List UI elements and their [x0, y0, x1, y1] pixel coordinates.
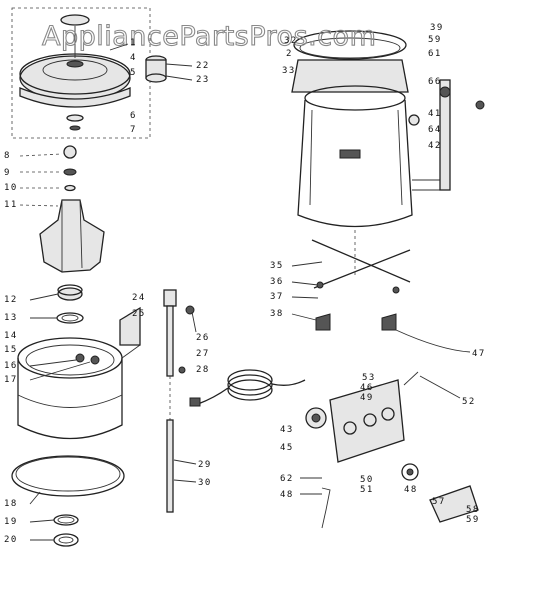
label-27: 27 [196, 349, 210, 359]
label-25: 25 [132, 309, 146, 319]
label-9: 9 [4, 168, 11, 178]
label-42: 42 [428, 141, 442, 151]
label-53: 53 [362, 373, 376, 383]
label-48b: 48 [404, 485, 418, 495]
label-32: 32 [284, 36, 298, 46]
label-61: 61 [428, 49, 442, 59]
label-17: 17 [4, 375, 18, 385]
label-14: 14 [4, 331, 18, 341]
label-12: 12 [4, 295, 18, 305]
label-28: 28 [196, 365, 210, 375]
label-11: 11 [4, 200, 18, 210]
label-47: 47 [472, 349, 486, 359]
power-cord [189, 369, 306, 407]
lid-assembly [11, 7, 151, 139]
agitator [19, 199, 105, 273]
label-30: 30 [198, 478, 212, 488]
label-37: 37 [270, 292, 284, 302]
label-8: 8 [4, 151, 11, 161]
label-19: 19 [4, 517, 18, 527]
label-39: 39 [430, 23, 444, 33]
label-4: 4 [130, 53, 137, 63]
label-38: 38 [270, 309, 284, 319]
label-48: 48 [280, 490, 294, 500]
small-fasteners-left [19, 145, 77, 192]
label-51: 51 [360, 485, 374, 495]
label-57: 57 [432, 497, 446, 507]
label-23: 23 [196, 75, 210, 85]
label-22: 22 [196, 61, 210, 71]
drive-shaft [119, 289, 195, 513]
label-46: 46 [360, 383, 374, 393]
seal-rings-upper [56, 284, 84, 324]
label-10: 10 [4, 183, 18, 193]
label-59: 59 [428, 35, 442, 45]
control-panel [305, 371, 479, 529]
label-1: 1 [130, 38, 137, 48]
label-13: 13 [4, 313, 18, 323]
label-24: 24 [132, 293, 146, 303]
label-59b: 59 [466, 515, 480, 525]
cabinet [291, 30, 485, 228]
label-20: 20 [4, 535, 18, 545]
agitator-cap [145, 55, 193, 83]
label-26: 26 [196, 333, 210, 343]
label-2: 2 [286, 49, 293, 59]
label-58: 58 [466, 505, 480, 515]
label-15: 15 [4, 345, 18, 355]
label-36: 36 [270, 277, 284, 287]
label-16: 16 [4, 361, 18, 371]
label-45: 45 [280, 443, 294, 453]
outer-tub [17, 337, 141, 440]
label-6: 6 [130, 111, 137, 121]
label-29: 29 [198, 460, 212, 470]
label-62: 62 [280, 474, 294, 484]
label-66: 66 [428, 77, 442, 87]
base-ring [11, 455, 125, 547]
watermark: AppliancePartsPros.com [42, 21, 376, 52]
label-50: 50 [360, 475, 374, 485]
label-18: 18 [4, 499, 18, 509]
label-5: 5 [130, 68, 137, 78]
label-49: 49 [360, 393, 374, 403]
cross-brace [311, 230, 471, 353]
label-41: 41 [428, 109, 442, 119]
part-labels: 1 4 5 6 7 8 9 10 11 12 13 14 15 16 17 18… [4, 23, 486, 545]
label-7: 7 [130, 125, 137, 135]
label-43: 43 [280, 425, 294, 435]
label-35: 35 [270, 261, 284, 271]
label-33: 33 [282, 66, 296, 76]
label-52: 52 [462, 397, 476, 407]
label-64: 64 [428, 125, 442, 135]
